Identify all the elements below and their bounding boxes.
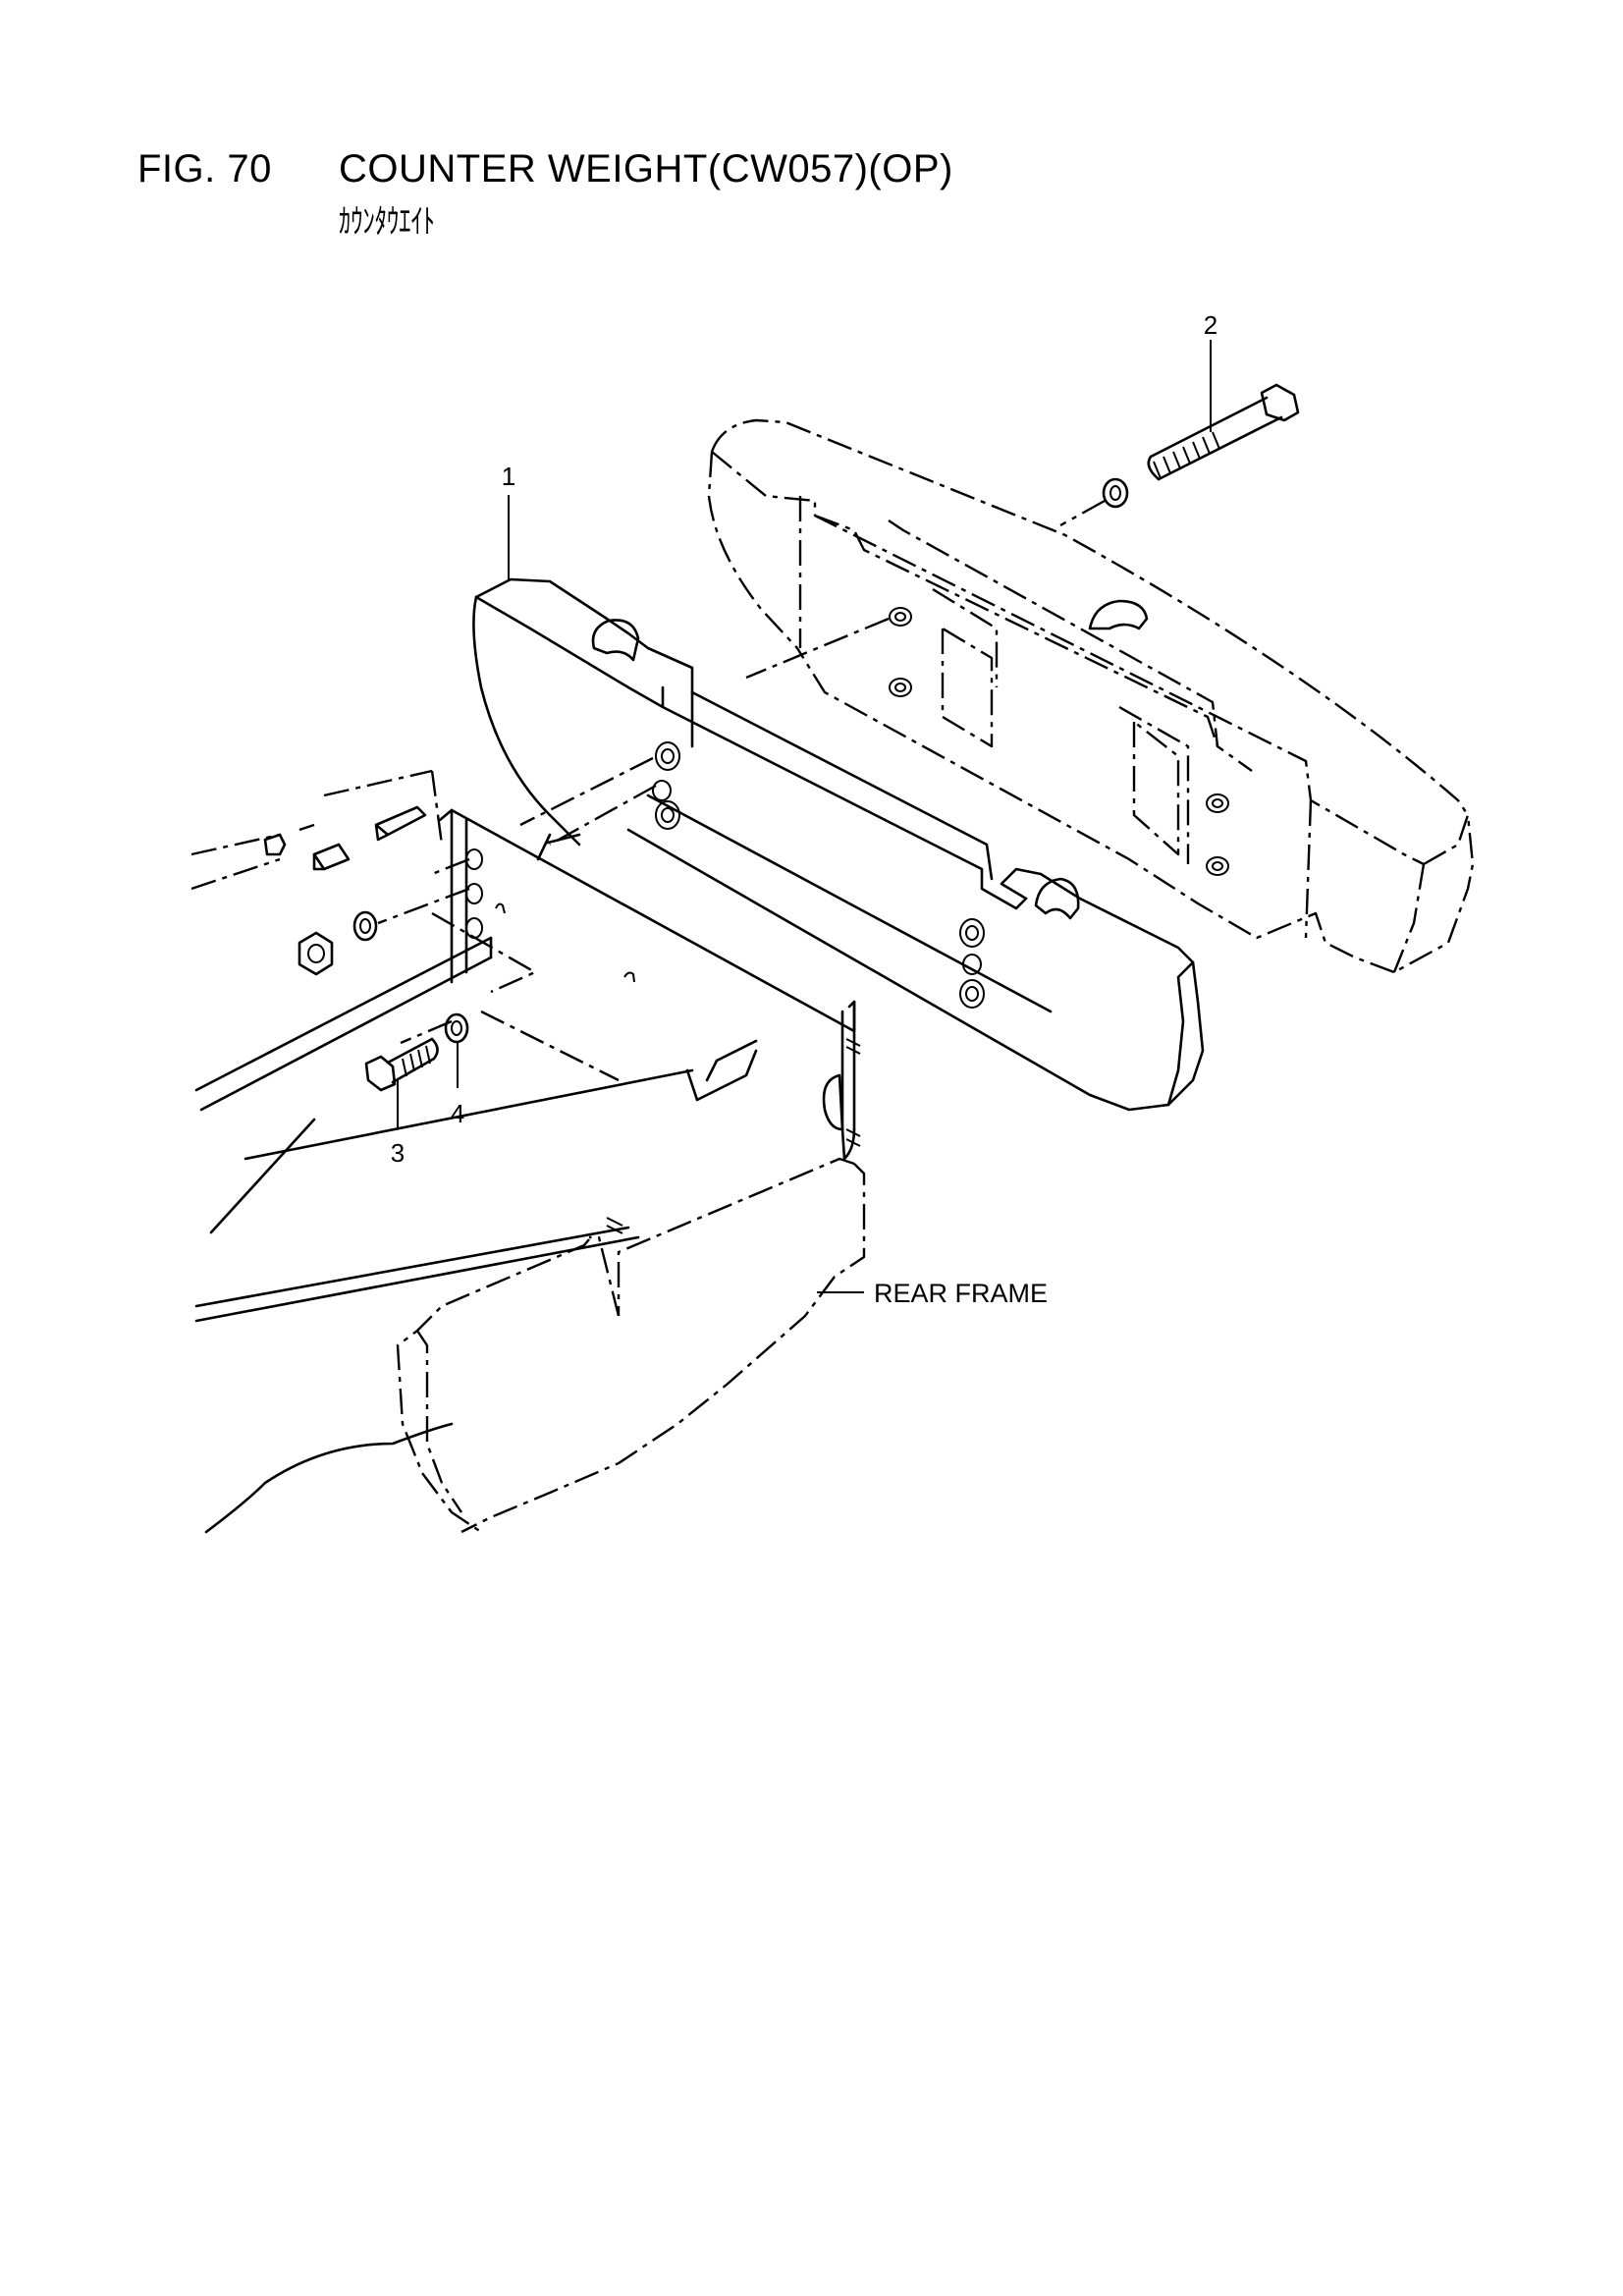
callout-4: 4 — [451, 1041, 464, 1128]
bolt-part-2 — [1059, 383, 1300, 527]
nut-and-washer — [298, 910, 378, 976]
rear-frame-label: REAR FRAME — [874, 1279, 1048, 1308]
callout-1: 1 — [502, 462, 515, 579]
figure-number: FIG. 70 — [137, 147, 272, 191]
rear-frame-callout: REAR FRAME — [817, 1279, 1048, 1308]
callout-3: 3 — [391, 1080, 405, 1168]
rear-counterweight-outline — [707, 418, 1475, 974]
callout-label-2: 2 — [1204, 310, 1217, 340]
callout-2: 2 — [1204, 310, 1217, 432]
figure-title: COUNTER WEIGHT(CW057)(OP) — [339, 147, 953, 191]
callout-label-3: 3 — [391, 1138, 405, 1168]
assembly-center-lines — [377, 617, 890, 1045]
counterweight-part-1 — [472, 577, 1205, 1112]
rear-frame — [190, 769, 866, 1534]
bolt-part-3 — [364, 1037, 439, 1092]
callout-label-1: 1 — [502, 462, 515, 491]
figure-subtitle: ｶｳﾝﾀｳｴｲﾄ — [339, 202, 435, 242]
washer-part-4 — [444, 1012, 469, 1044]
callout-label-4: 4 — [451, 1099, 464, 1128]
